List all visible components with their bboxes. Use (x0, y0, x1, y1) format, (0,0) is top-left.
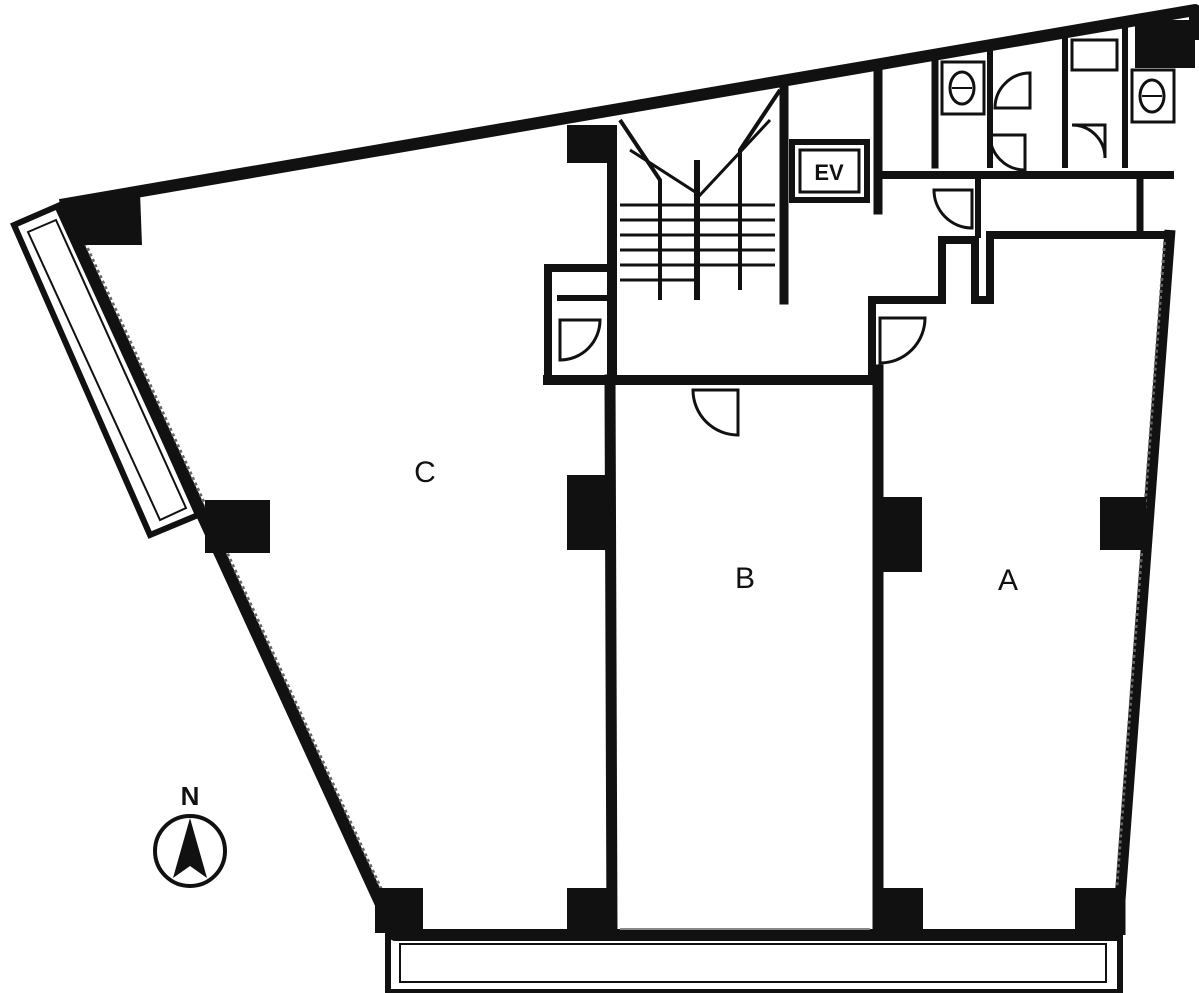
elevator-label: EV (814, 160, 844, 185)
toilet-left (940, 60, 986, 116)
compass-north-label: N (181, 781, 200, 811)
compass-ring (153, 814, 227, 888)
room-label-b: B (735, 562, 755, 595)
sink (1070, 38, 1119, 72)
staircase (618, 88, 782, 300)
north-compass: N (153, 781, 227, 888)
elevator: EV (789, 139, 870, 203)
room-label-a: A (998, 564, 1018, 597)
toilet-right (1130, 68, 1176, 124)
balcony-south (385, 931, 1123, 993)
balcony-west (10, 201, 202, 539)
north-arrow-icon (173, 818, 207, 878)
interior-walls (543, 27, 1174, 941)
room-label-c: C (414, 456, 436, 489)
door-swings (558, 71, 1107, 437)
structural-columns (62, 20, 1195, 933)
